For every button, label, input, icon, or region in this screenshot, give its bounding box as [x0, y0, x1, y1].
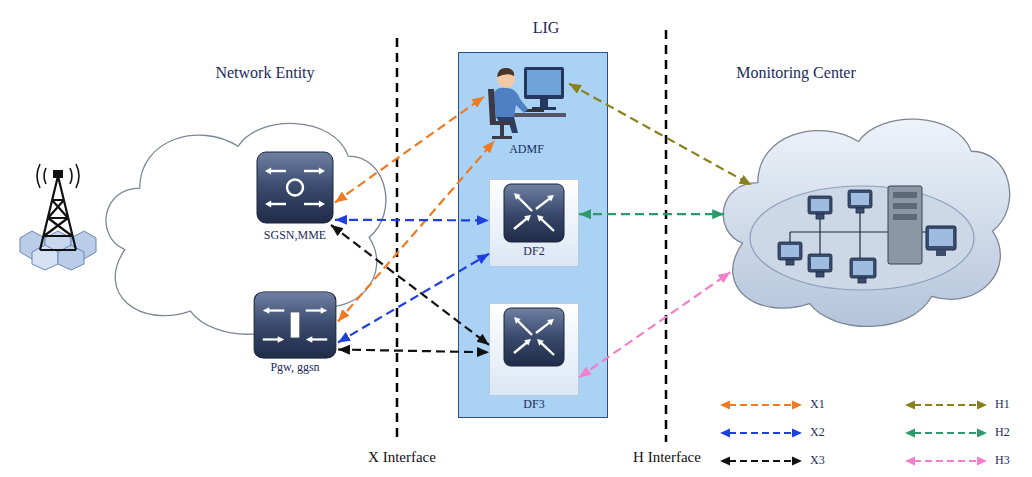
interface-connector	[338, 141, 494, 322]
node-label: SGSN,MME	[264, 229, 326, 243]
interface-connector	[569, 84, 752, 186]
interface-connector	[579, 213, 724, 215]
lig-box: LIGADMFDF2DF3	[458, 52, 608, 418]
interface-connector	[338, 254, 489, 343]
pgw-device: Pgw, ggsn	[245, 285, 345, 385]
legend-text: X1	[810, 397, 825, 412]
legend-sample	[720, 398, 802, 412]
df3-device: DF3	[487, 301, 581, 415]
legend-row: X1	[720, 397, 825, 412]
legend-row: H2	[905, 425, 1010, 440]
legend-row: X2	[720, 425, 825, 440]
node-outline	[255, 150, 335, 225]
legend-sample	[905, 398, 987, 412]
interface-label: X Interface	[368, 449, 436, 466]
monitoring-cloud: Monitoring Center	[712, 60, 1017, 344]
node-heading: LIG	[533, 19, 560, 37]
legend-text: H1	[995, 397, 1010, 412]
node-outline	[95, 102, 393, 348]
legend-row: H1	[905, 397, 1010, 412]
interface-connector	[579, 272, 730, 377]
node-outline	[489, 303, 579, 396]
legend-sample	[905, 454, 987, 468]
legend-sample	[720, 454, 802, 468]
legend-row: H3	[905, 453, 1010, 468]
node-label: ADMF	[509, 143, 544, 157]
interface-connector	[338, 350, 489, 353]
node-label: DF3	[523, 398, 544, 412]
node-heading: Network Entity	[215, 64, 314, 82]
legend-text: X3	[810, 453, 825, 468]
sgsn-device: SGSN,MME	[245, 145, 345, 250]
legend-row: X3	[720, 453, 825, 468]
interface-connector	[335, 97, 484, 203]
network-cloud: Network EntitySGSN,MMEPgw, ggsn	[95, 60, 393, 350]
legend-sample	[720, 426, 802, 440]
node-heading: Monitoring Center	[736, 64, 856, 82]
df2-device: DF2	[487, 177, 581, 269]
legend-sample	[905, 426, 987, 440]
node-label: Pgw, ggsn	[270, 361, 319, 375]
legend-text: X2	[810, 425, 825, 440]
interface-connector	[335, 219, 489, 222]
legend-text: H2	[995, 425, 1010, 440]
node-outline	[252, 290, 338, 360]
admf-station: ADMF	[479, 57, 574, 163]
node-outline	[484, 59, 569, 141]
interface-connector	[331, 225, 489, 345]
cell-tower	[20, 164, 96, 270]
legend-text: H3	[995, 453, 1010, 468]
node-outline	[712, 98, 1017, 340]
node-label: DF2	[523, 245, 544, 259]
interface-label: H Interface	[633, 449, 701, 466]
